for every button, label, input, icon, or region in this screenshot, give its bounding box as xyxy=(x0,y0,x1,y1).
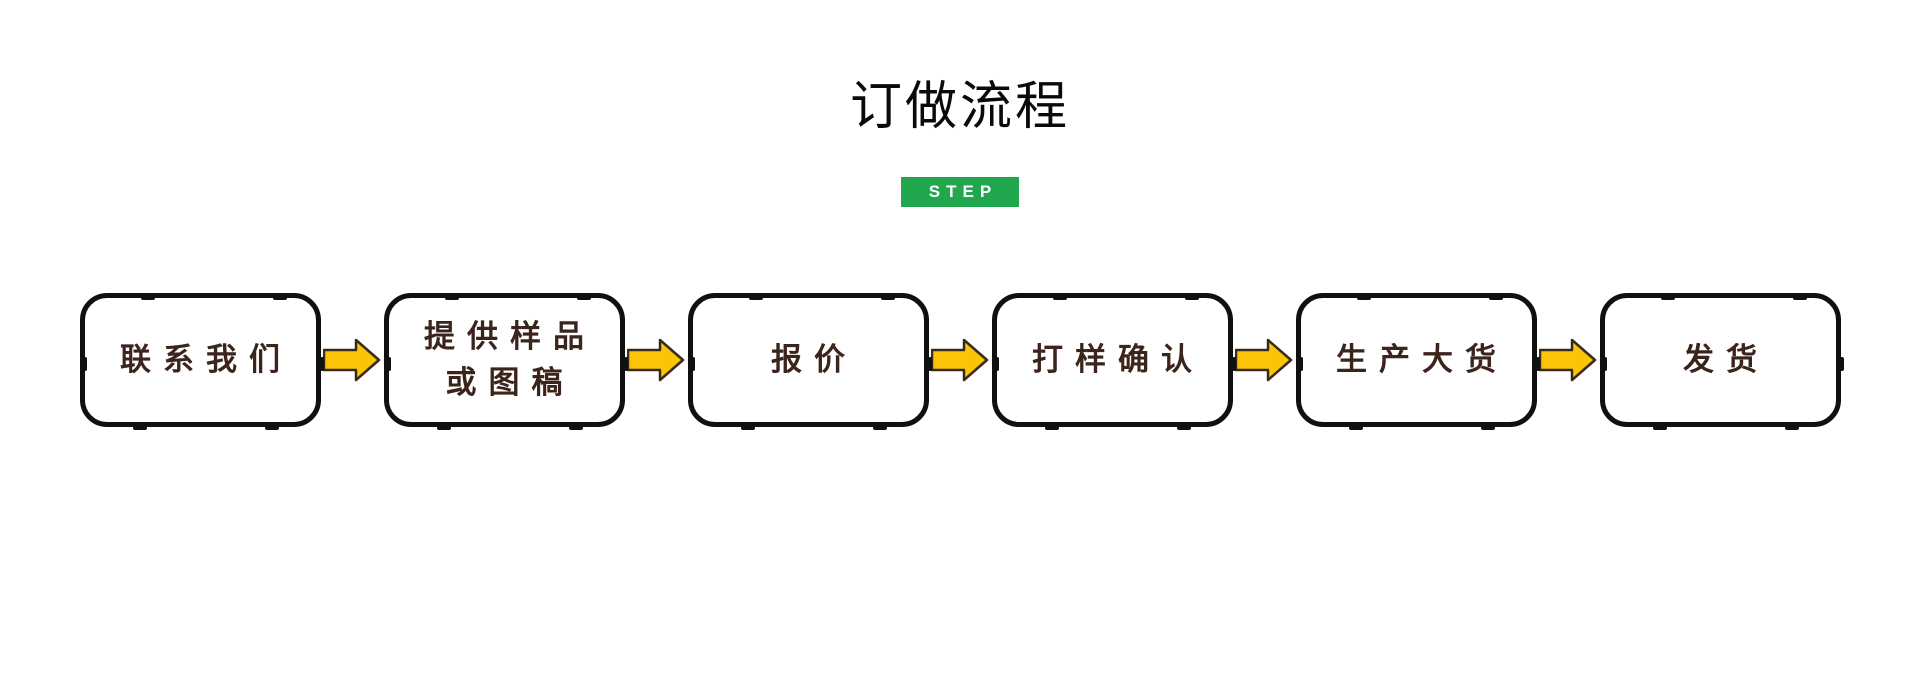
arrow-right-icon xyxy=(931,339,989,382)
step-box-sample-confirmation: 打样确认 xyxy=(991,293,1233,428)
step-box-contact-us: 联系我们 xyxy=(79,293,321,428)
step-label: 生产大货 xyxy=(1336,342,1508,378)
step-label: 打样确认 xyxy=(1032,342,1204,378)
flow-connector xyxy=(625,338,688,382)
border-seam-marks xyxy=(690,357,695,372)
flow-connector xyxy=(929,338,992,382)
step-box-shipping: 发货 xyxy=(1599,293,1841,428)
page-title: 订做流程 xyxy=(849,78,1070,136)
border-seam-marks xyxy=(1602,357,1607,372)
border-seam-marks xyxy=(1052,296,1067,301)
flow-connector xyxy=(1233,338,1296,382)
border-seam-marks xyxy=(82,357,87,372)
arrow-right-icon xyxy=(627,339,685,382)
step-label: 或图稿 xyxy=(445,365,575,401)
process-flow: 联系我们 提供样品 或图稿 报价 xyxy=(0,293,1920,428)
border-seam-marks xyxy=(748,296,763,301)
border-seam-marks xyxy=(994,357,999,372)
arrow-right-icon xyxy=(1235,339,1293,382)
step-badge: STEP xyxy=(901,177,1019,208)
border-seam-marks xyxy=(1660,296,1675,301)
arrow-right-icon xyxy=(323,339,381,382)
step-label: 提供样品 xyxy=(424,318,596,354)
step-label: 发货 xyxy=(1683,342,1769,378)
step-label: 报价 xyxy=(771,342,857,378)
flow-connector xyxy=(321,338,384,382)
border-seam-marks xyxy=(444,296,459,301)
step-box-mass-production: 生产大货 xyxy=(1295,293,1537,428)
step-box-provide-samples: 提供样品 或图稿 xyxy=(383,293,625,428)
step-box-quotation: 报价 xyxy=(687,293,929,428)
border-seam-marks xyxy=(1298,357,1303,372)
arrow-right-icon xyxy=(1539,339,1597,382)
border-seam-marks xyxy=(140,296,155,301)
step-label: 联系我们 xyxy=(120,342,292,378)
border-seam-marks xyxy=(386,357,391,372)
flow-connector xyxy=(1537,338,1600,382)
border-seam-marks xyxy=(1356,296,1371,301)
